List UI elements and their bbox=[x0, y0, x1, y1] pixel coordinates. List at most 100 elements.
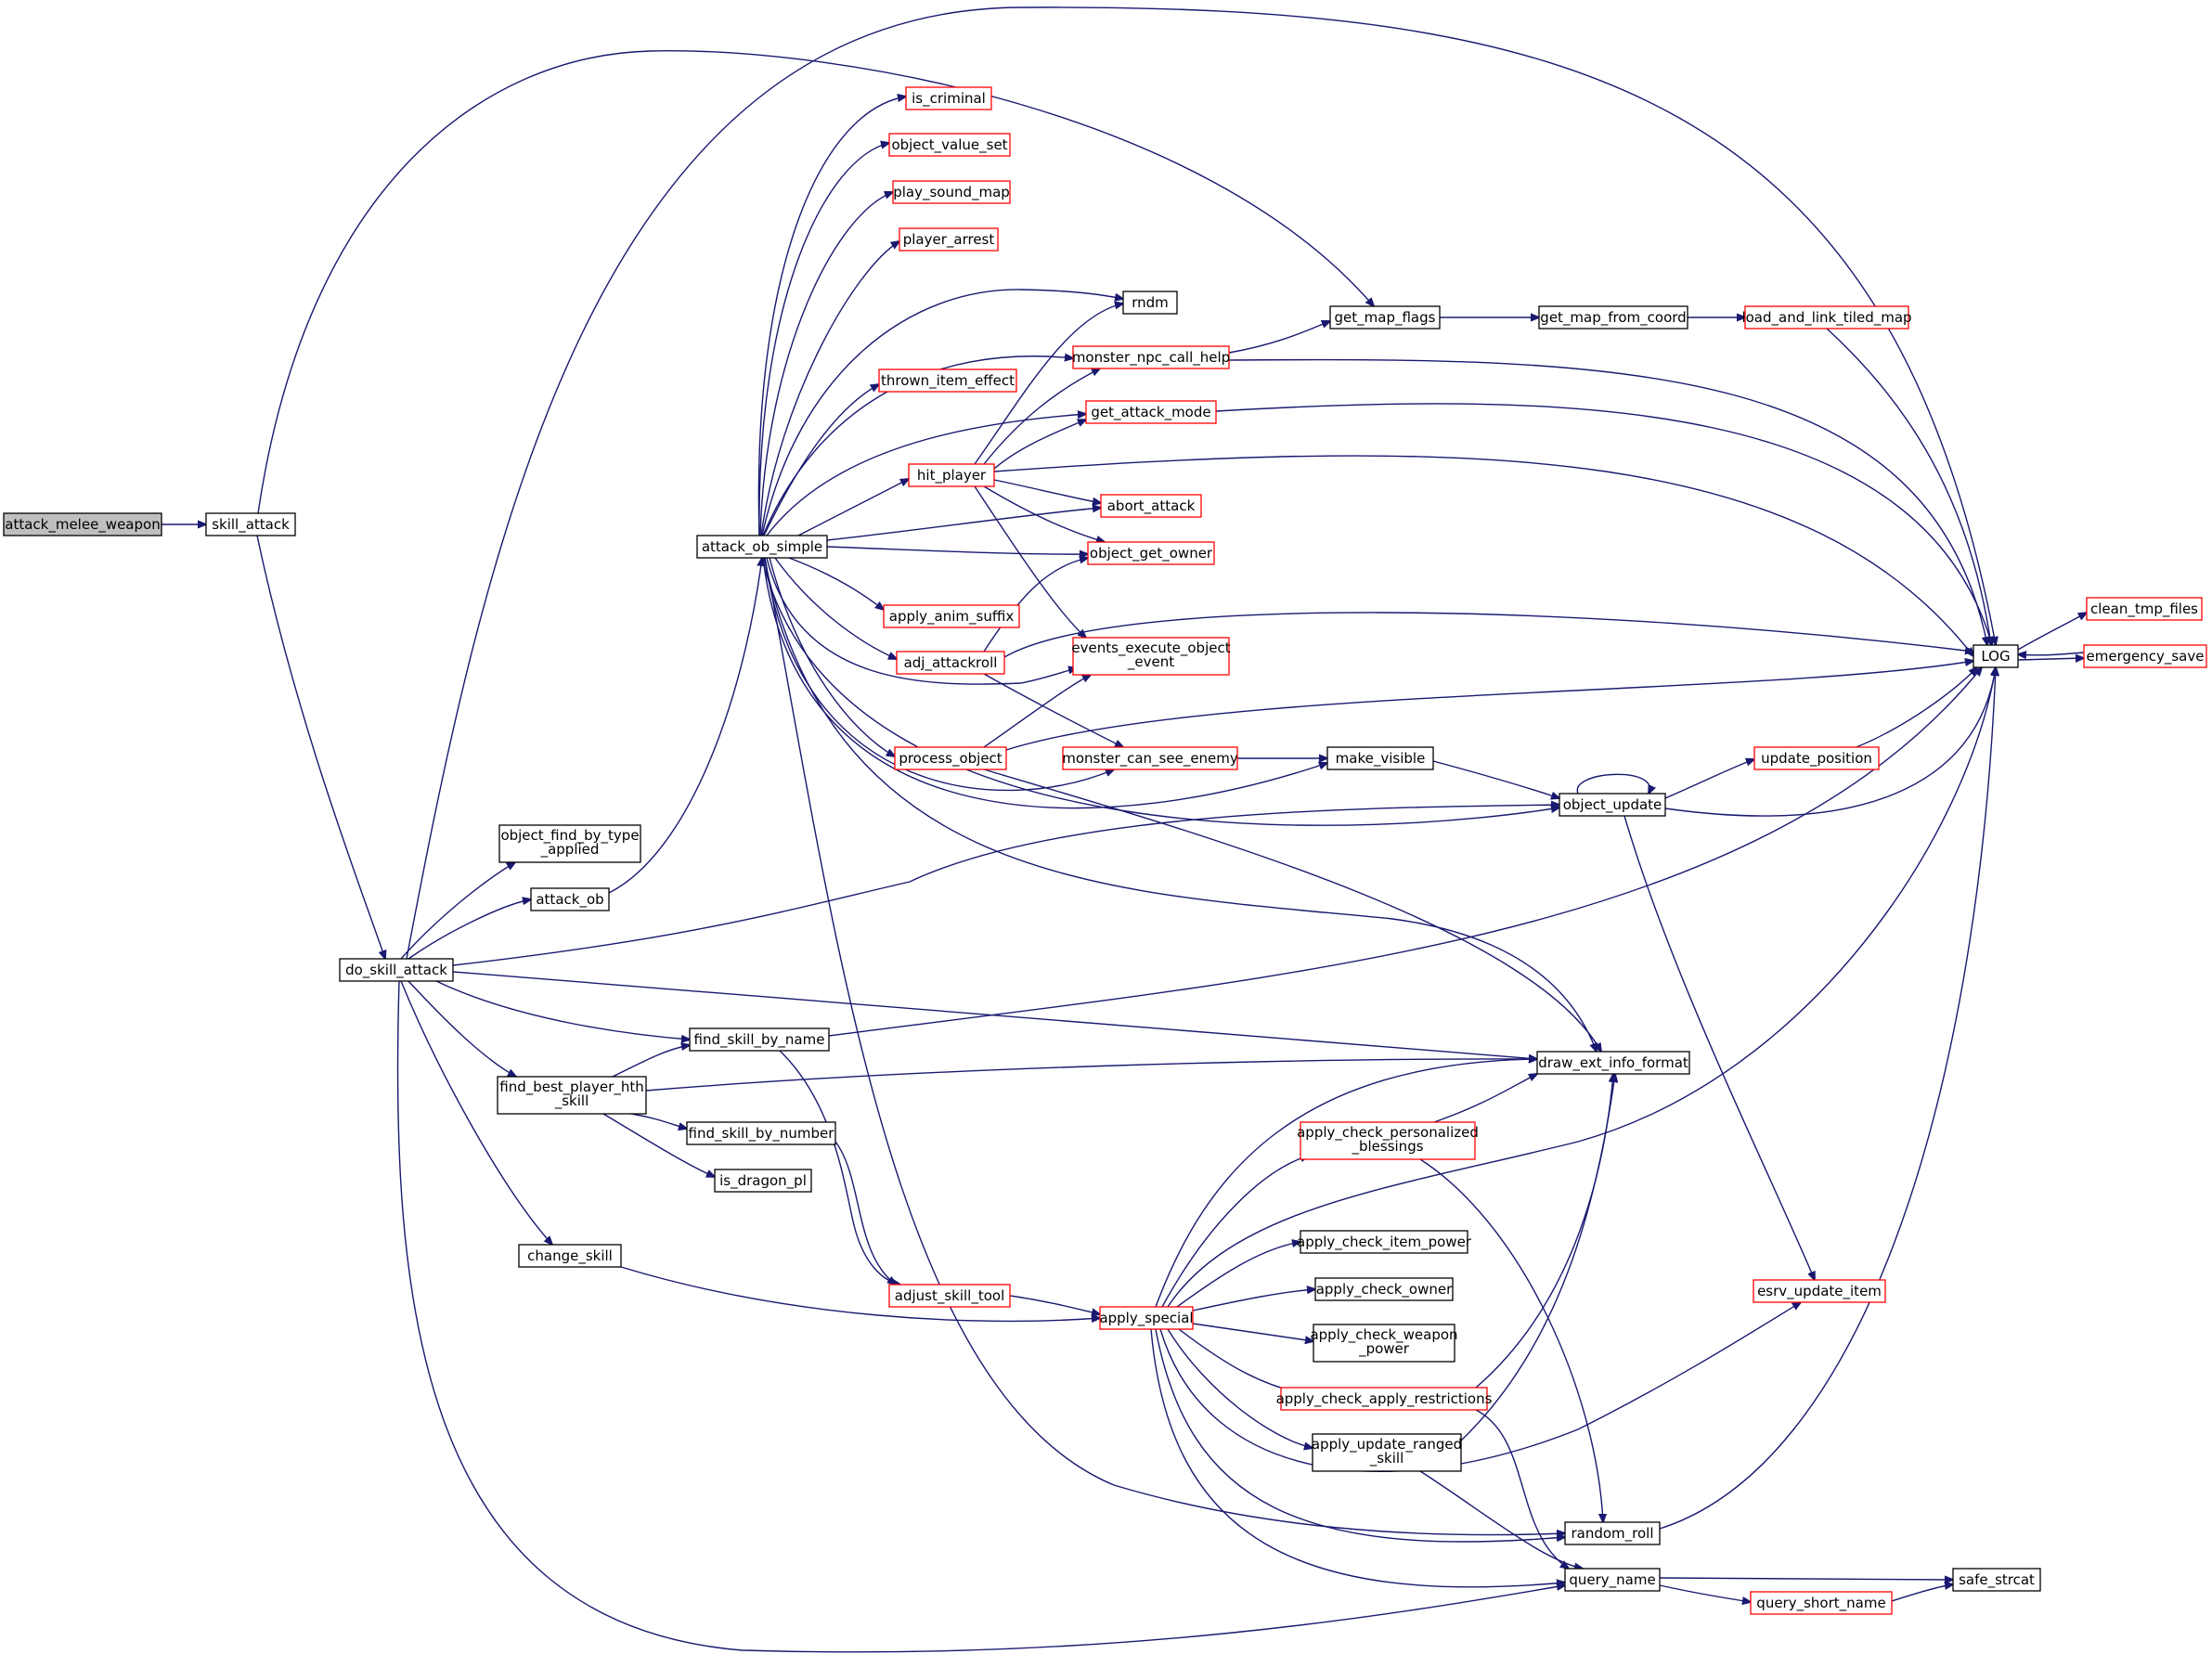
node-hit_player[interactable]: hit_player bbox=[908, 463, 995, 487]
node-box bbox=[530, 887, 610, 911]
node-object_get_owner[interactable]: object_get_owner bbox=[1087, 541, 1215, 565]
node-find_skill_by_number[interactable]: find_skill_by_number bbox=[686, 1121, 836, 1145]
node-esrv_update_item[interactable]: esrv_update_item bbox=[1753, 1279, 1886, 1303]
node-label: attack_ob_simple bbox=[702, 538, 822, 556]
node-monster_can_see_enemy[interactable]: monster_can_see_enemy bbox=[1062, 746, 1238, 770]
node-label: find_skill_by_name bbox=[694, 1031, 825, 1049]
edge-apply_special-to-apply_check_weapon_power bbox=[1192, 1323, 1313, 1341]
node-is_dragon_pl[interactable]: is_dragon_pl bbox=[714, 1169, 812, 1193]
node-abort_attack[interactable]: abort_attack bbox=[1100, 494, 1202, 518]
node-label: monster_npc_call_help bbox=[1072, 349, 1230, 367]
node-box bbox=[1280, 1387, 1488, 1411]
node-load_and_link_tiled_map[interactable]: load_and_link_tiled_map bbox=[1741, 305, 1912, 330]
node-attack_ob[interactable]: attack_ob bbox=[530, 887, 610, 911]
edge-do_skill_attack-to-object_find_by_type_applied bbox=[400, 862, 515, 960]
node-label: play_sound_map bbox=[893, 184, 1010, 201]
node-apply_anim_suffix[interactable]: apply_anim_suffix bbox=[883, 604, 1020, 628]
edge-attack_ob_simple-to-process_object bbox=[769, 557, 895, 756]
node-attack_ob_simple[interactable]: attack_ob_simple bbox=[696, 535, 828, 559]
node-query_name[interactable]: query_name bbox=[1564, 1568, 1661, 1592]
node-object_value_set[interactable]: object_value_set bbox=[888, 133, 1011, 157]
edge-attack_ob_simple-to-abort_attack bbox=[826, 508, 1101, 541]
node-get_map_from_coord[interactable]: get_map_from_coord bbox=[1538, 305, 1688, 330]
edge-apply_special-to-draw_ext_info_format bbox=[1155, 1059, 1537, 1308]
node-LOG[interactable]: LOG bbox=[1973, 644, 2019, 668]
node-find_best_player_hth_skill[interactable]: find_best_player_hth_skill bbox=[497, 1076, 647, 1115]
edge-load_and_link_tiled_map-to-LOG bbox=[1826, 328, 1991, 645]
node-clean_tmp_files[interactable]: clean_tmp_files bbox=[2086, 597, 2203, 621]
node-object_find_by_type_applied[interactable]: object_find_by_type_applied bbox=[498, 824, 641, 863]
node-label: thrown_item_effect bbox=[881, 372, 1015, 390]
edge-attack_ob_simple-to-is_criminal bbox=[757, 97, 906, 536]
node-label: apply_check_item_power bbox=[1297, 1234, 1472, 1251]
node-random_roll[interactable]: random_roll bbox=[1564, 1521, 1661, 1545]
node-monster_npc_call_help[interactable]: monster_npc_call_help bbox=[1072, 345, 1230, 369]
node-query_short_name[interactable]: query_short_name bbox=[1750, 1591, 1893, 1615]
node-change_skill[interactable]: change_skill bbox=[518, 1244, 622, 1268]
edge-attack_ob_simple-to-thrown_item_effect bbox=[763, 384, 879, 536]
node-label: draw_ext_info_format bbox=[1538, 1054, 1688, 1072]
node-adj_attackroll[interactable]: adj_attackroll bbox=[896, 651, 1005, 675]
node-rndm[interactable]: rndm bbox=[1122, 291, 1178, 315]
node-label: rndm bbox=[1132, 294, 1169, 311]
node-find_skill_by_name[interactable]: find_skill_by_name bbox=[689, 1027, 830, 1052]
node-box bbox=[878, 368, 1017, 393]
node-apply_special[interactable]: apply_special bbox=[1099, 1306, 1194, 1330]
node-get_map_flags[interactable]: get_map_flags bbox=[1329, 305, 1441, 330]
node-thrown_item_effect[interactable]: thrown_item_effect bbox=[878, 368, 1017, 393]
node-skill_attack[interactable]: skill_attack bbox=[205, 512, 296, 536]
node-label: object_update bbox=[1563, 796, 1662, 814]
node-attack_melee_weapon[interactable]: attack_melee_weapon bbox=[3, 512, 162, 536]
edge-object_update-to-esrv_update_item bbox=[1623, 815, 1815, 1280]
edge-emergency_save-to-LOG bbox=[2018, 653, 2085, 655]
edge-attack_ob_simple-to-rndm bbox=[761, 289, 1123, 536]
node-apply_check_personalized_blessings[interactable]: apply_check_personalized_blessings bbox=[1297, 1121, 1479, 1160]
node-label: is_criminal bbox=[912, 90, 986, 108]
edge-adjust_skill_tool-to-apply_special bbox=[1009, 1295, 1100, 1314]
edge-random_roll-to-LOG bbox=[1659, 667, 1996, 1530]
edge-process_object-to-draw_ext_info_format bbox=[983, 769, 1601, 1052]
node-make_visible[interactable]: make_visible bbox=[1326, 746, 1434, 770]
node-play_sound_map[interactable]: play_sound_map bbox=[892, 180, 1011, 204]
node-object_update[interactable]: object_update bbox=[1559, 793, 1666, 817]
node-label: process_object bbox=[899, 750, 1002, 768]
node-box bbox=[1314, 1277, 1454, 1301]
edge-apply_special-to-query_name bbox=[1150, 1328, 1565, 1587]
node-apply_check_item_power[interactable]: apply_check_item_power bbox=[1297, 1230, 1472, 1254]
edge-skill_attack-to-do_skill_attack bbox=[256, 535, 385, 959]
node-do_skill_attack[interactable]: do_skill_attack bbox=[339, 958, 454, 982]
node-box bbox=[1300, 1121, 1476, 1160]
node-label: apply_anim_suffix bbox=[889, 608, 1015, 626]
node-apply_check_apply_restrictions[interactable]: apply_check_apply_restrictions bbox=[1276, 1387, 1493, 1411]
node-apply_check_weapon_power[interactable]: apply_check_weapon_power bbox=[1310, 1324, 1458, 1363]
node-apply_update_ranged_skill[interactable]: apply_update_ranged_skill bbox=[1312, 1433, 1462, 1472]
edge-apply_special-to-apply_check_personalized_blessings bbox=[1161, 1156, 1309, 1308]
edge-attack_ob_simple-to-apply_anim_suffix bbox=[788, 557, 884, 610]
edge-hit_player-to-rndm bbox=[974, 304, 1123, 465]
node-update_position[interactable]: update_position bbox=[1753, 746, 1880, 770]
node-box bbox=[908, 463, 995, 487]
node-box bbox=[888, 1284, 1011, 1308]
node-box bbox=[1100, 494, 1202, 518]
edge-apply_check_personalized_blessings-to-random_roll bbox=[1419, 1158, 1603, 1522]
node-events_execute_object_event[interactable]: events_execute_object_event bbox=[1071, 637, 1231, 676]
node-player_arrest[interactable]: player_arrest bbox=[899, 227, 999, 252]
node-label: adj_attackroll bbox=[904, 654, 998, 672]
node-label: do_skill_attack bbox=[345, 962, 447, 979]
node-label: find_skill_by_number bbox=[689, 1125, 835, 1143]
node-get_attack_mode[interactable]: get_attack_mode bbox=[1085, 400, 1217, 424]
node-adjust_skill_tool[interactable]: adjust_skill_tool bbox=[888, 1284, 1011, 1308]
node-box bbox=[205, 512, 296, 536]
node-draw_ext_info_format[interactable]: draw_ext_info_format bbox=[1536, 1051, 1690, 1075]
node-safe_strcat[interactable]: safe_strcat bbox=[1952, 1568, 2041, 1592]
node-emergency_save[interactable]: emergency_save bbox=[2083, 644, 2207, 668]
edge-apply_update_ranged_skill-to-draw_ext_info_format bbox=[1460, 1074, 1615, 1441]
edge-query_name-to-safe_strcat bbox=[1659, 1578, 1953, 1580]
node-process_object[interactable]: process_object bbox=[894, 746, 1007, 770]
node-box bbox=[1538, 305, 1688, 330]
node-apply_check_owner[interactable]: apply_check_owner bbox=[1314, 1277, 1454, 1301]
node-label: query_short_name bbox=[1756, 1595, 1885, 1612]
node-box bbox=[1099, 1306, 1194, 1330]
node-box bbox=[689, 1027, 830, 1052]
node-is_criminal[interactable]: is_criminal bbox=[905, 86, 992, 110]
